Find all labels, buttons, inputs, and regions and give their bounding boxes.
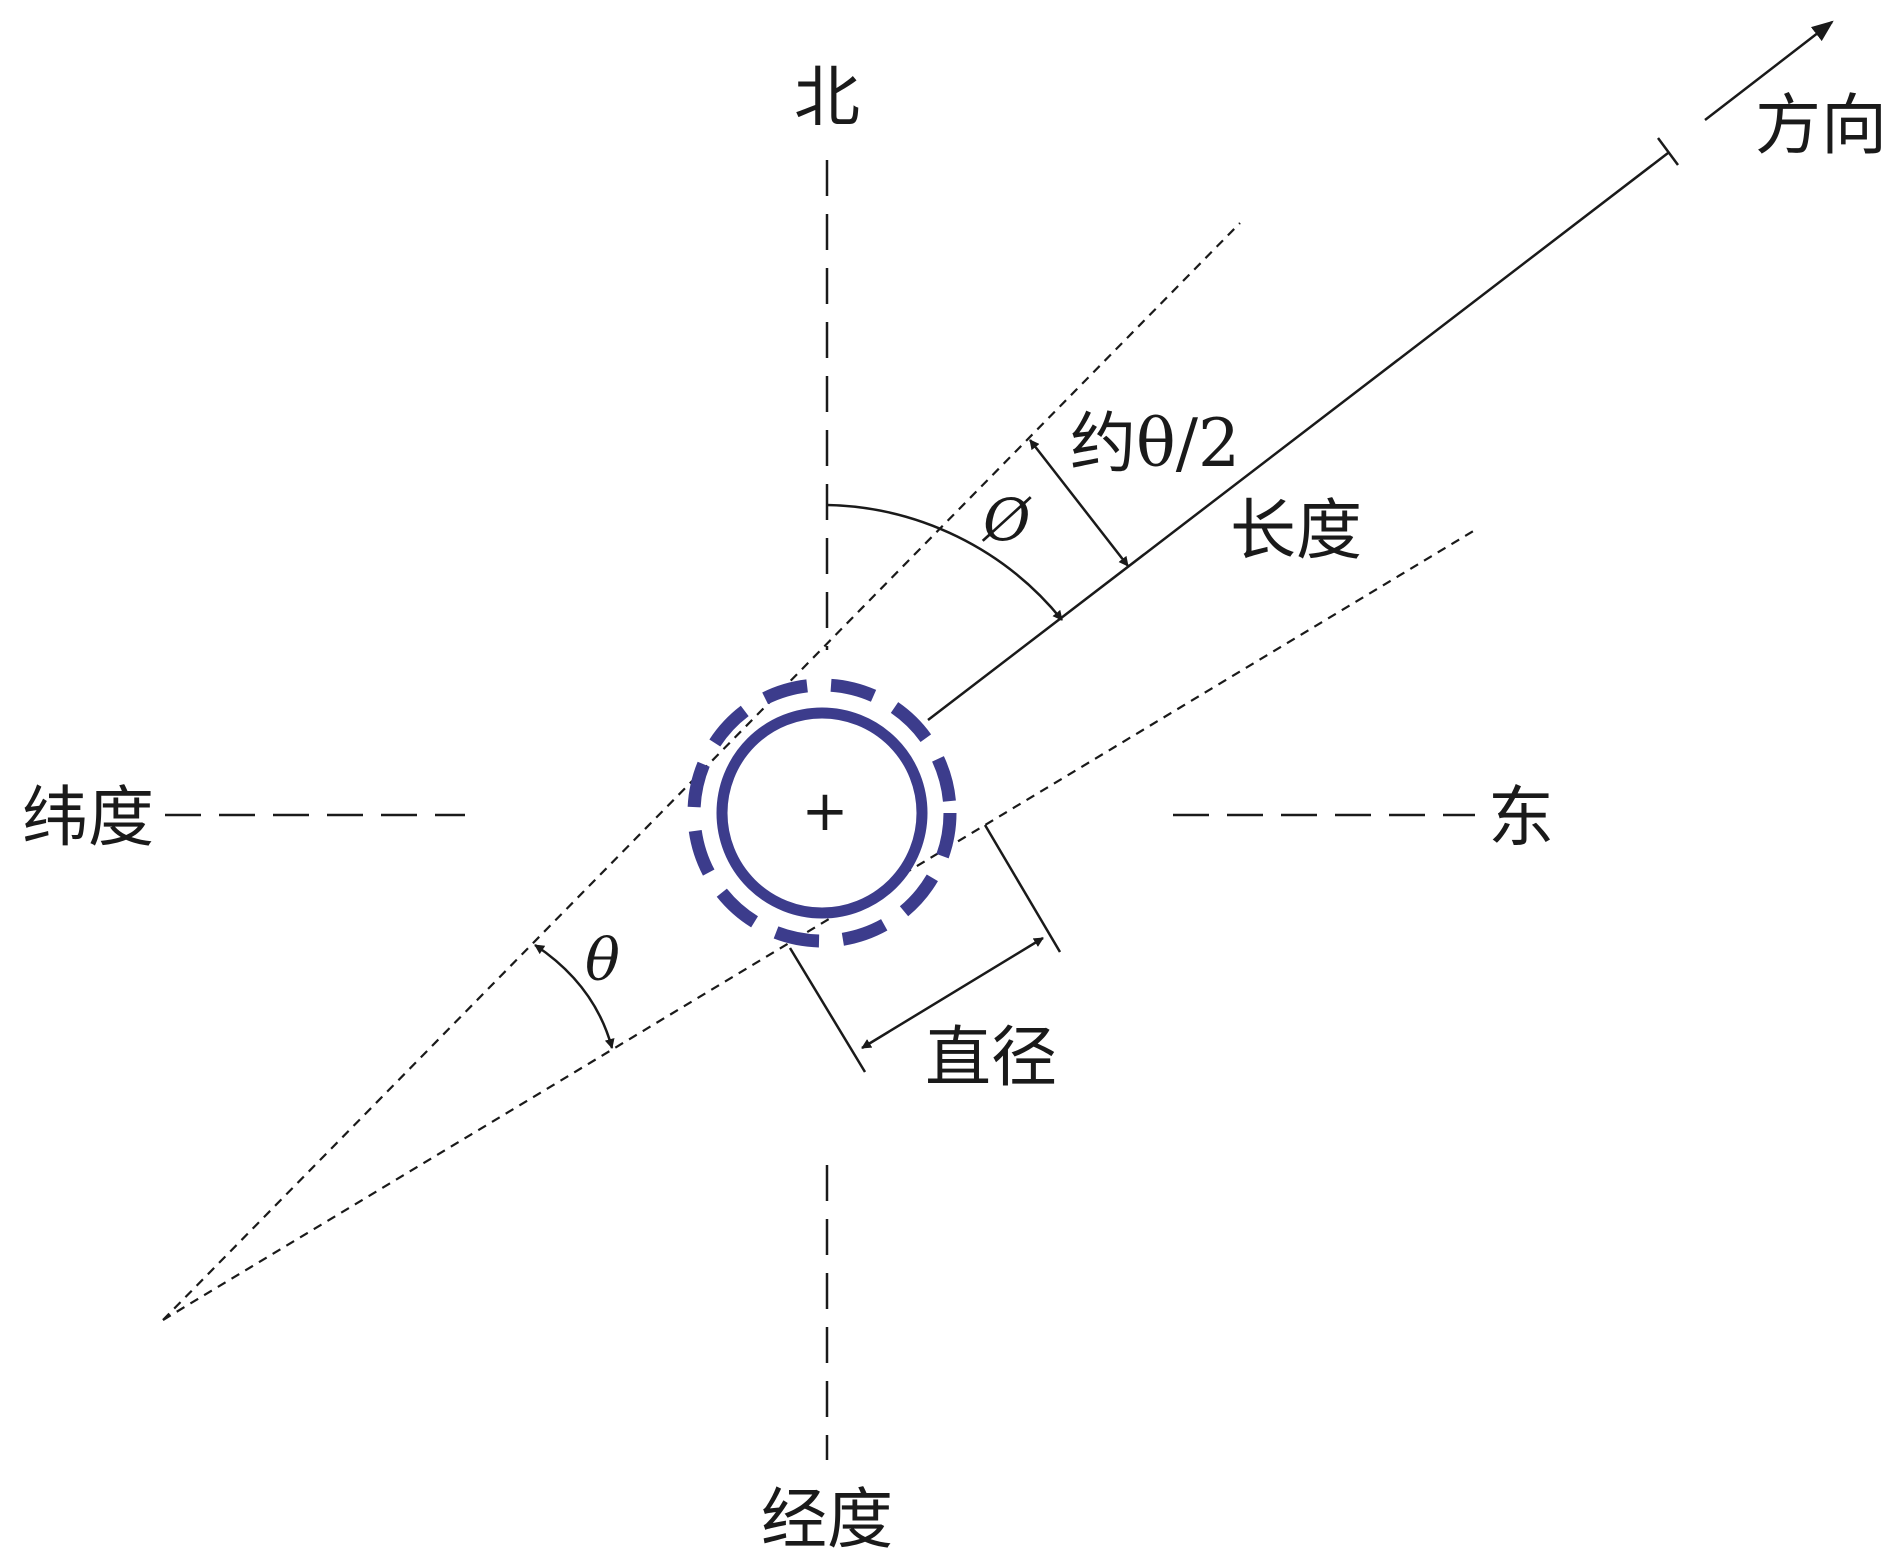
north-label: 北 bbox=[794, 59, 860, 136]
latitude-label: 纬度 bbox=[22, 779, 154, 856]
diameter-extension-left bbox=[788, 947, 867, 1073]
cone-lower-line bbox=[162, 529, 1476, 1321]
half-theta-dimension bbox=[1029, 439, 1129, 567]
east-label: 东 bbox=[1488, 779, 1554, 856]
length-end-tick bbox=[1656, 137, 1680, 166]
half-theta-label: 约θ/2 bbox=[1070, 405, 1240, 482]
length-label: 长度 bbox=[1230, 492, 1362, 569]
direction-label: 方向 bbox=[1755, 87, 1887, 164]
direction-line-group bbox=[927, 20, 1834, 721]
diameter-label: 直径 bbox=[925, 1019, 1057, 1096]
axes bbox=[165, 160, 1475, 1460]
theta-arc bbox=[534, 943, 615, 1049]
diameter-extension-right bbox=[983, 824, 1062, 953]
phi-label: Ø bbox=[981, 486, 1032, 554]
theta-label: θ bbox=[585, 926, 620, 994]
phi-arc bbox=[826, 503, 1063, 621]
dashed-outer-circle bbox=[687, 678, 957, 948]
center-plus-mark: + bbox=[802, 779, 849, 844]
diameter-arrow bbox=[861, 936, 1044, 1050]
direction-arrow bbox=[1704, 20, 1834, 121]
diameter-dimension bbox=[788, 824, 1062, 1073]
solid-inner-circle bbox=[716, 707, 928, 919]
length-line bbox=[927, 152, 1669, 721]
longitude-label: 经度 bbox=[761, 1481, 893, 1558]
